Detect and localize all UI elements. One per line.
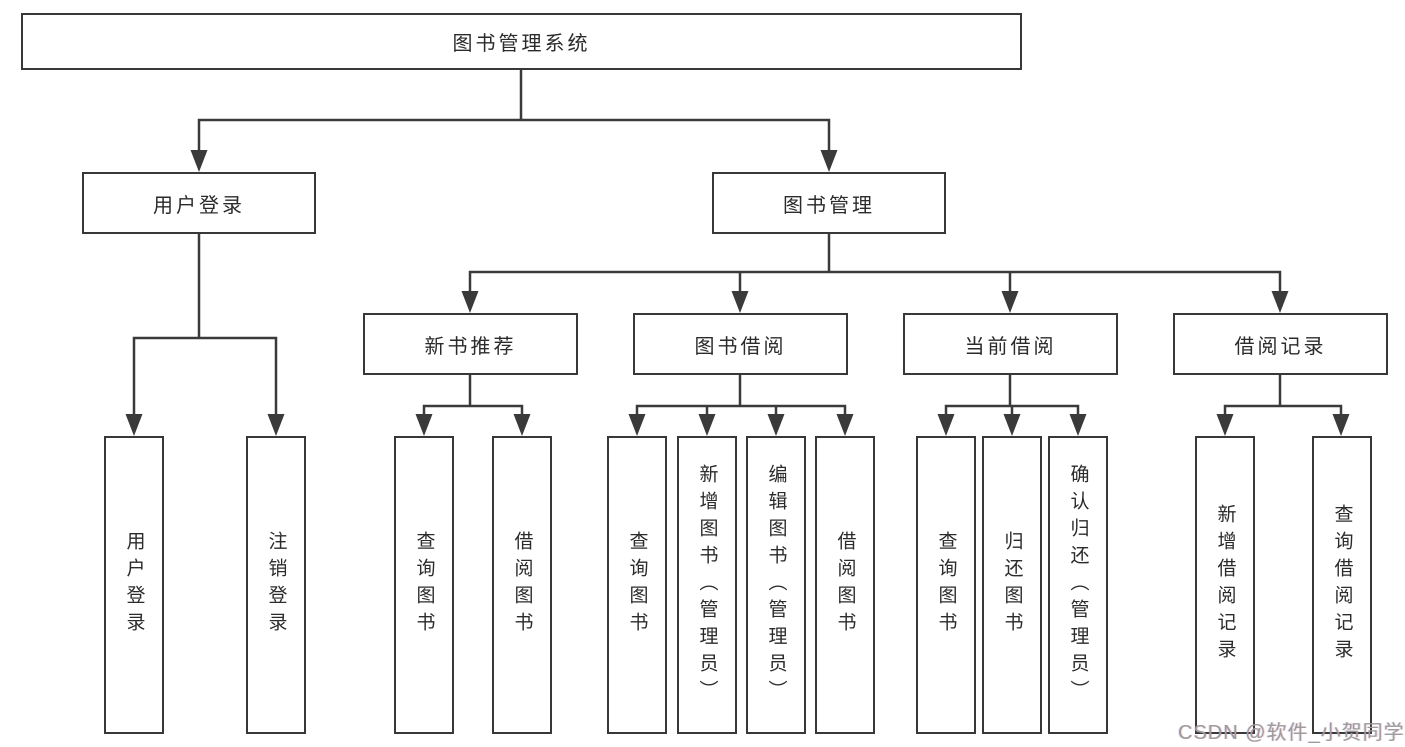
- connector-line: [132, 232, 278, 416]
- arrowhead-icon: [461, 291, 479, 313]
- leaf-query-books-recommend: 查询图书: [394, 436, 454, 734]
- arrowhead-icon: [1001, 291, 1019, 313]
- arrowhead-icon: [698, 414, 716, 436]
- leaf-logout: 注销登录: [246, 436, 306, 734]
- csdn-watermark: CSDN @软件_小贺同学: [1178, 722, 1405, 744]
- arrowhead-icon: [1332, 414, 1350, 436]
- leaf-query-borrow-record: 查询借阅记录: [1312, 436, 1372, 734]
- node-current-borrow: 当前借阅: [903, 313, 1118, 375]
- connector-line: [197, 68, 831, 152]
- arrowhead-icon: [628, 414, 646, 436]
- arrowhead-icon: [190, 150, 208, 172]
- connector-root-to-branches: [190, 68, 838, 172]
- arrowhead-icon: [1069, 414, 1087, 436]
- arrowhead-icon: [415, 414, 433, 436]
- arrowhead-icon: [836, 414, 854, 436]
- arrowhead-icon: [1216, 414, 1234, 436]
- node-book-management: 图书管理: [712, 172, 946, 234]
- connector-line: [422, 373, 524, 416]
- leaf-return-books: 归还图书: [982, 436, 1042, 734]
- arrowhead-icon: [731, 291, 749, 313]
- connector-line: [468, 232, 1282, 293]
- arrowhead-icon: [937, 414, 955, 436]
- connector-book-management-to-modules: [461, 232, 1289, 313]
- arrowhead-icon: [820, 150, 838, 172]
- arrowhead-icon: [1003, 414, 1021, 436]
- node-book-borrow: 图书借阅: [633, 313, 848, 375]
- arrowhead-icon: [513, 414, 531, 436]
- node-new-book-recommend: 新书推荐: [363, 313, 578, 375]
- connector-line: [1223, 373, 1343, 416]
- leaf-borrow-books-recommend: 借阅图书: [492, 436, 552, 734]
- leaf-confirm-return-admin: 确认归还（管理员）: [1048, 436, 1108, 734]
- leaf-query-books-current: 查询图书: [916, 436, 976, 734]
- leaf-user-login: 用户登录: [104, 436, 164, 734]
- leaf-add-borrow-record: 新增借阅记录: [1195, 436, 1255, 734]
- arrowhead-icon: [125, 414, 143, 436]
- connector-borrow-records-to-leaves: [1216, 373, 1350, 436]
- leaf-query-books-borrow: 查询图书: [607, 436, 667, 734]
- connector-book-borrow-to-leaves: [628, 373, 854, 436]
- arrowhead-icon: [267, 414, 285, 436]
- leaf-add-books-admin: 新增图书（管理员）: [677, 436, 737, 734]
- connector-new-book-recommend-to-leaves: [415, 373, 531, 436]
- arrowhead-icon: [1271, 291, 1289, 313]
- connector-line: [635, 373, 847, 416]
- connector-current-borrow-to-leaves: [937, 373, 1087, 436]
- connector-line: [944, 373, 1080, 416]
- leaf-edit-books-admin: 编辑图书（管理员）: [746, 436, 806, 734]
- connector-user-login-to-leaves: [125, 232, 285, 436]
- node-user-login: 用户登录: [82, 172, 316, 234]
- node-library-management-system: 图书管理系统: [21, 13, 1022, 70]
- leaf-borrow-books: 借阅图书: [815, 436, 875, 734]
- node-borrow-records: 借阅记录: [1173, 313, 1388, 375]
- arrowhead-icon: [767, 414, 785, 436]
